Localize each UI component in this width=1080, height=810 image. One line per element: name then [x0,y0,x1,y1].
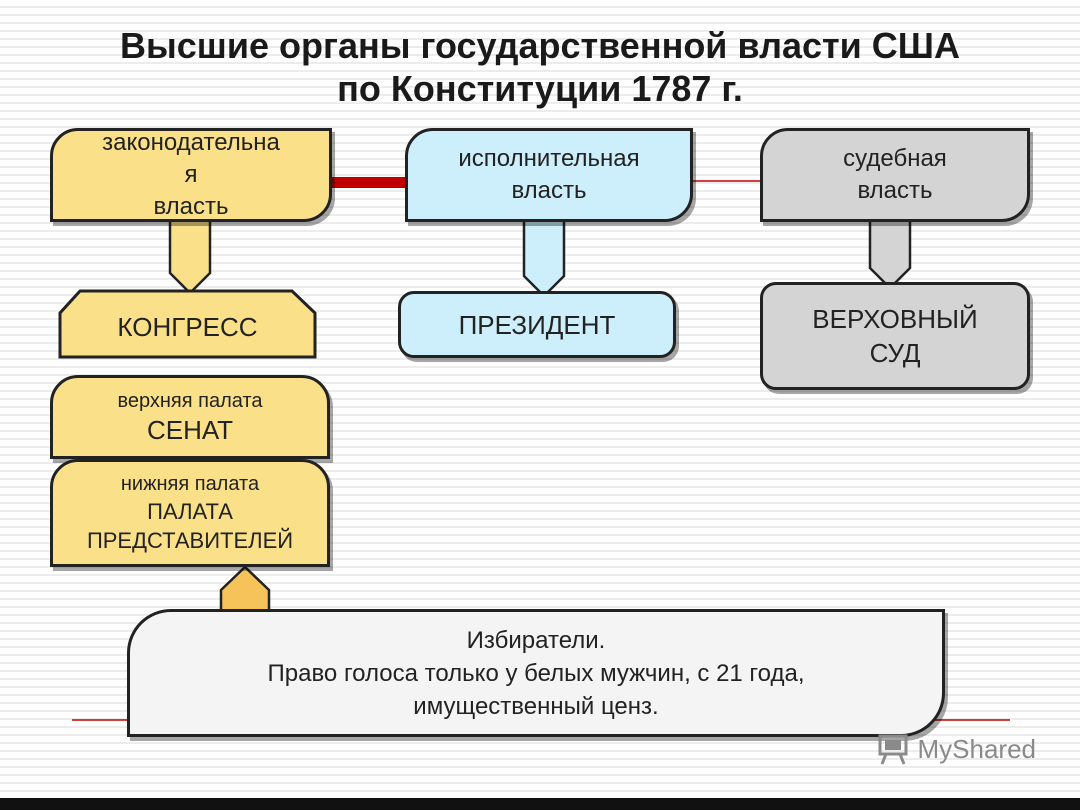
house-name-line-2: ПРЕДСТАВИТЕЛЕЙ [86,528,294,553]
legislative-executive-connector [330,177,408,188]
voters-line-1: Избиратели. [466,626,606,654]
myshared-icon [878,734,907,765]
judicial-line-1: судебная [843,145,947,172]
title-line-1: Высшие органы государственной власти США [120,25,960,66]
legislative-line-2: я [184,161,198,188]
house-label: нижняя палата [120,473,260,495]
senate-box: верхняя палата СЕНАТ [50,375,330,459]
congress-label: КОНГРЕСС [117,312,258,342]
watermark-logo: MyShared [876,732,1037,766]
arrow-executive-down [522,218,566,298]
house-box: нижняя палата ПАЛАТА ПРЕДСТАВИТЕЛЕЙ [50,459,330,567]
executive-branch-box: исполнительная власть [405,128,693,222]
supreme-court-box: ВЕРХОВНЫЙ СУД [760,282,1030,390]
president-label: ПРЕЗИДЕНТ [458,309,616,340]
judicial-line-2: власть [857,177,933,204]
legislative-line-1: законодательна [102,129,280,156]
supreme-court-line-1: ВЕРХОВНЫЙ [812,304,978,334]
executive-line-1: исполнительная [458,145,640,172]
legislative-branch-box: законодательна я власть [50,128,332,222]
voters-line-2: Право голоса только у белых мужчин, с 21… [267,659,805,687]
judicial-branch-box: судебная власть [760,128,1030,222]
president-box: ПРЕЗИДЕНТ [398,291,676,358]
title-line-2: по Конституции 1787 г. [337,68,743,109]
diagram-title: Высшие органы государственной власти США… [0,24,1080,110]
executive-line-2: власть [511,177,587,204]
legislative-line-3: власть [153,193,229,220]
senate-label: верхняя палата [117,390,263,412]
bottom-bar [0,798,1080,810]
voters-box: Избиратели. Право голоса только у белых … [127,609,945,737]
watermark-text: MyShared [917,733,1037,764]
arrow-judicial-down [868,218,912,290]
voters-line-3: имущественный ценз. [413,692,659,720]
supreme-court-line-2: СУД [869,338,921,368]
arrow-legislative-down [168,218,212,295]
house-name-line-1: ПАЛАТА [147,499,233,524]
senate-name: СЕНАТ [146,415,234,445]
